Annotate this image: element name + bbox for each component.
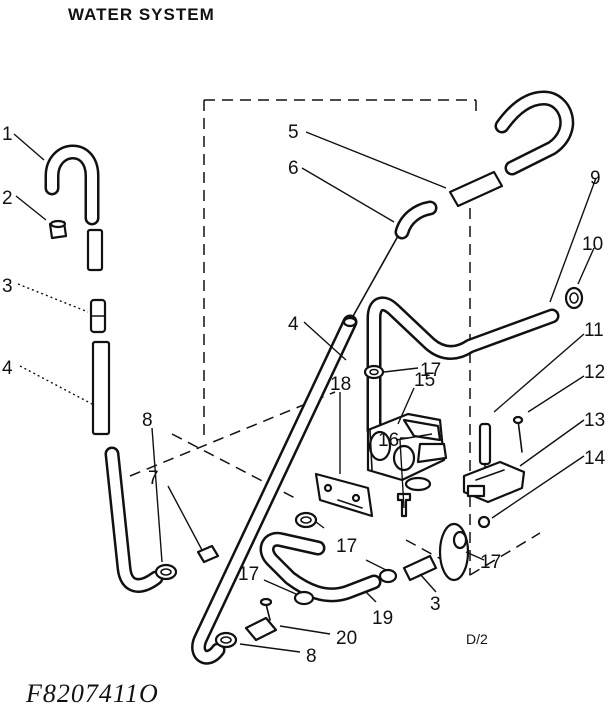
- hose-clamp-upper: [154, 563, 178, 581]
- callout-14: 14: [584, 448, 606, 469]
- fitting-14: [477, 515, 491, 529]
- leader-lines: [13, 131, 597, 653]
- callout-13: 13: [584, 410, 605, 431]
- callout-6: 6: [288, 158, 299, 179]
- u-tube-19: [259, 531, 382, 603]
- callout-3-right: 3: [430, 594, 441, 615]
- callout-17-mid: 17: [336, 536, 357, 557]
- callout-17-right: 17: [480, 552, 501, 573]
- figure-number: F8207411O: [25, 679, 159, 708]
- callout-2: 2: [2, 188, 13, 209]
- page-code: D/2: [466, 631, 488, 647]
- fitting-7: [196, 544, 220, 564]
- long-tube-left: [91, 340, 111, 436]
- washer-17-lower-right: [378, 568, 398, 584]
- callout-5: 5: [288, 122, 299, 143]
- diagram-title: WATER SYSTEM: [68, 5, 215, 24]
- tube-coupling-left: [89, 298, 107, 334]
- elbow-6: [394, 200, 438, 240]
- callout-12: 12: [584, 362, 605, 383]
- tube-cap: [48, 219, 68, 240]
- solenoid-valve-13: [462, 460, 526, 504]
- screw-12: [512, 415, 524, 453]
- fill-hook-tube: [494, 90, 575, 176]
- short-tube-segment: [86, 228, 104, 272]
- hose-clamp-lower: [214, 631, 238, 649]
- thin-supply-line: [351, 235, 399, 319]
- fill-tube-top: [448, 170, 504, 208]
- callout-17-upper: 17: [420, 360, 441, 381]
- callout-11: 11: [584, 320, 604, 341]
- callout-4-center: 4: [288, 314, 299, 335]
- callout-15: 15: [414, 370, 435, 391]
- callout-7: 7: [148, 468, 159, 489]
- pin-11: [478, 422, 492, 473]
- water-valve-15: [366, 412, 448, 492]
- lower-tube-left: [104, 446, 164, 593]
- valve-outlet-tube: [366, 296, 560, 438]
- washer-17-mid: [294, 511, 318, 529]
- callout-3-left: 3: [2, 276, 13, 297]
- long-tube-center: [191, 314, 358, 665]
- tube-coupling-right: [402, 554, 438, 582]
- washer-17-upper: [363, 364, 385, 380]
- j-bend-tube: [44, 144, 100, 226]
- callout-17-lower: 17: [238, 564, 259, 585]
- callout-16: 16: [378, 430, 399, 451]
- mounting-bracket-18: [314, 472, 374, 518]
- callout-8-upper: 8: [142, 410, 153, 431]
- callout-9: 9: [590, 168, 601, 189]
- callout-4-left: 4: [2, 358, 13, 379]
- callout-10: 10: [582, 234, 603, 255]
- callout-19: 19: [372, 608, 393, 629]
- hose-clamp-10: [564, 286, 584, 310]
- fitting-20: [244, 597, 278, 642]
- callout-20: 20: [336, 628, 357, 649]
- gasket-plate-17: [438, 522, 470, 582]
- washer-17-lower: [293, 590, 315, 606]
- callout-1: 1: [2, 124, 13, 145]
- callout-18: 18: [330, 374, 351, 395]
- callout-8-lower: 8: [306, 646, 317, 667]
